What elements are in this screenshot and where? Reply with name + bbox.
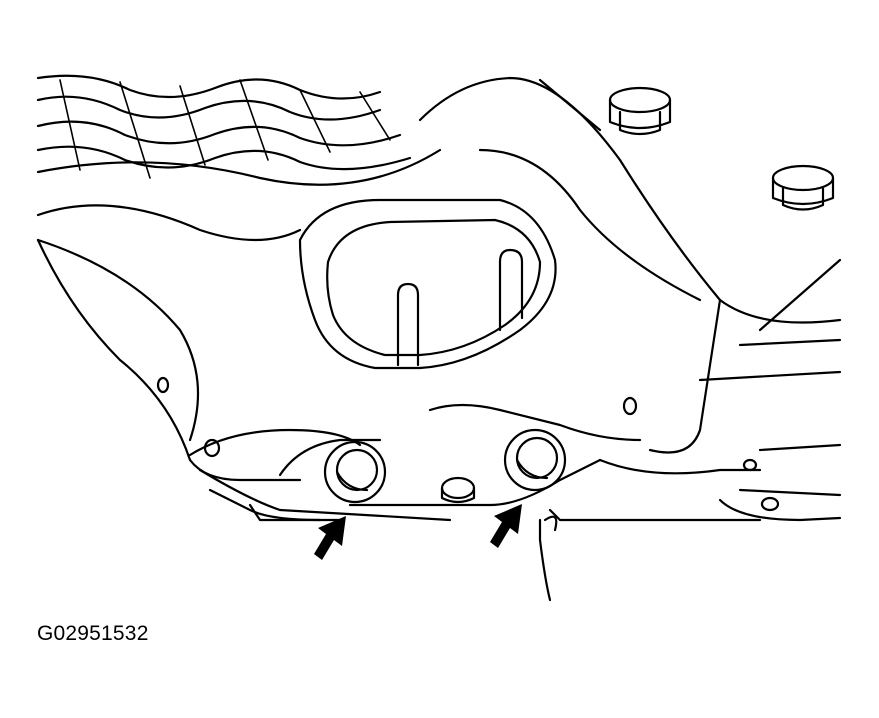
center-opening — [298, 198, 557, 370]
arrow-left — [314, 516, 346, 560]
top-bolt-1 — [608, 86, 672, 136]
drain-plug — [440, 476, 476, 504]
figure-id-label: G02951532 — [37, 622, 149, 645]
bolt-right — [503, 428, 567, 492]
upper-ribbed-housing — [36, 74, 412, 179]
arrow-right — [490, 504, 522, 548]
cover-frame — [36, 76, 842, 454]
mount-holes — [156, 376, 780, 512]
lower-flange — [36, 238, 842, 602]
bolt-left — [323, 440, 387, 504]
top-bolt-2 — [771, 164, 835, 211]
